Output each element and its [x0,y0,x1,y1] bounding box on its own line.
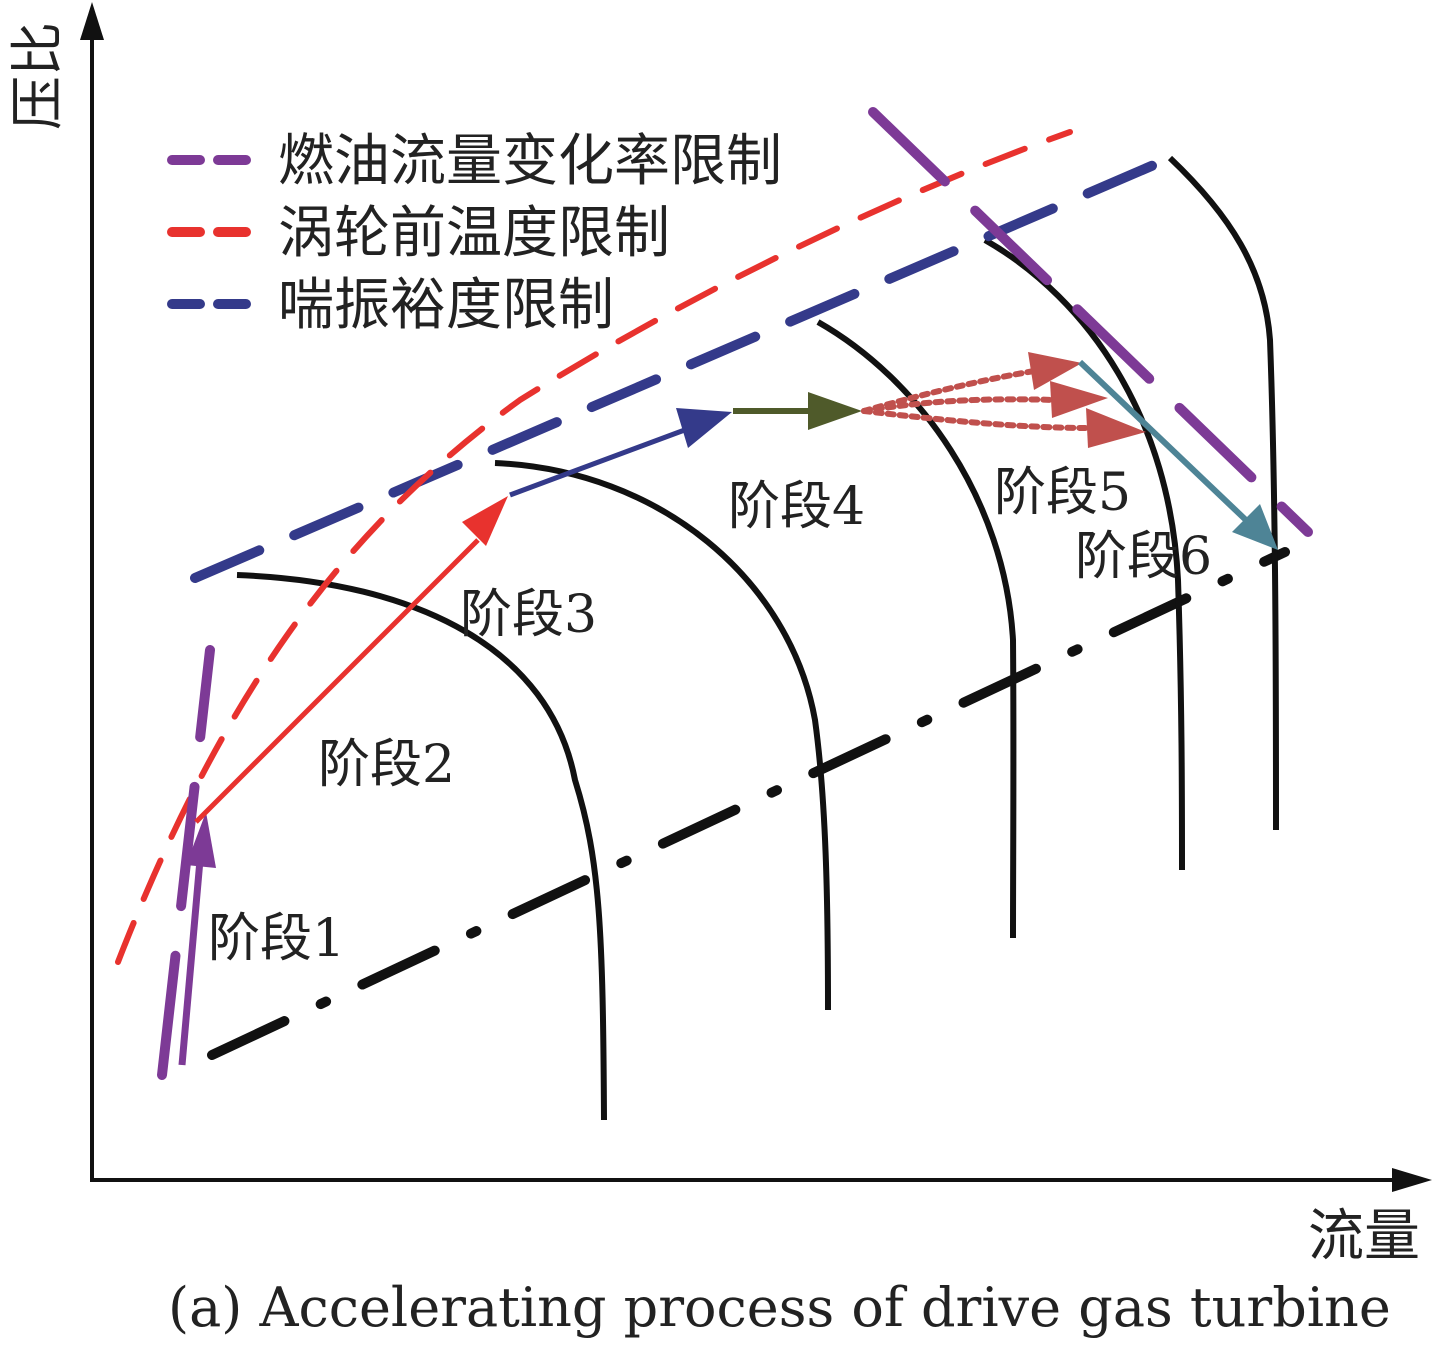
operating-line [207,547,1290,1060]
stage4-arrowhead [808,392,862,430]
surge-margin-limit-line [190,153,1175,583]
x-axis-label: 流量 [1308,1204,1420,1269]
stage1-label: 阶段1 [208,909,345,969]
stage5-arrow-path-3 [861,408,1093,431]
legend: 燃油流量变化率限制 涡轮前温度限制 喘振裕度限制 [167,129,782,338]
speed-line-4 [983,237,1185,871]
stage6-label: 阶段6 [1075,527,1212,587]
stage6-arrow-shaft [1077,359,1251,525]
stage1-arrow-shaft [178,859,204,1066]
stage5-arrow-path-2 [861,396,1058,414]
stage5-arrowhead-2 [1050,381,1108,418]
stage2-arrowhead [462,496,508,546]
stage4-label: 阶段4 [728,477,865,537]
y-axis-arrowhead [80,2,104,40]
stage3-label: 阶段3 [460,585,597,645]
stage2-arrow-shaft [194,538,480,824]
speed-line-3 [816,319,1017,939]
speed-line-1 [236,572,607,1121]
stage5-arrow-path-1 [861,367,1043,414]
fuel-flow-rate-limit-right [868,107,1313,537]
turbine-temperature-limit-line [115,129,1073,965]
stage3-arrow-shaft [509,425,691,498]
speed-line-2 [494,460,831,1011]
legend-label-surge-margin: 喘振裕度限制 [278,273,614,338]
speed-line-5 [1167,155,1279,831]
stage1-arrowhead [186,812,216,868]
legend-label-fuel-flow: 燃油流量变化率限制 [278,129,782,194]
stage3-arrowhead [676,408,732,448]
x-axis-arrowhead [1392,1168,1432,1192]
stage6-arrowhead [1232,504,1278,550]
stage5-arrowhead-3 [1086,408,1146,448]
fuel-flow-rate-limit-left [157,645,215,1080]
stage5-arrowhead-1 [1028,352,1082,390]
stage5-label: 阶段5 [994,463,1131,523]
figure-caption: (a) Accelerating process of drive gas tu… [168,1276,1391,1339]
legend-label-turbine-temp: 涡轮前温度限制 [278,201,670,266]
y-axis-label: 压比 [6,22,69,130]
stage2-label: 阶段2 [318,735,455,795]
